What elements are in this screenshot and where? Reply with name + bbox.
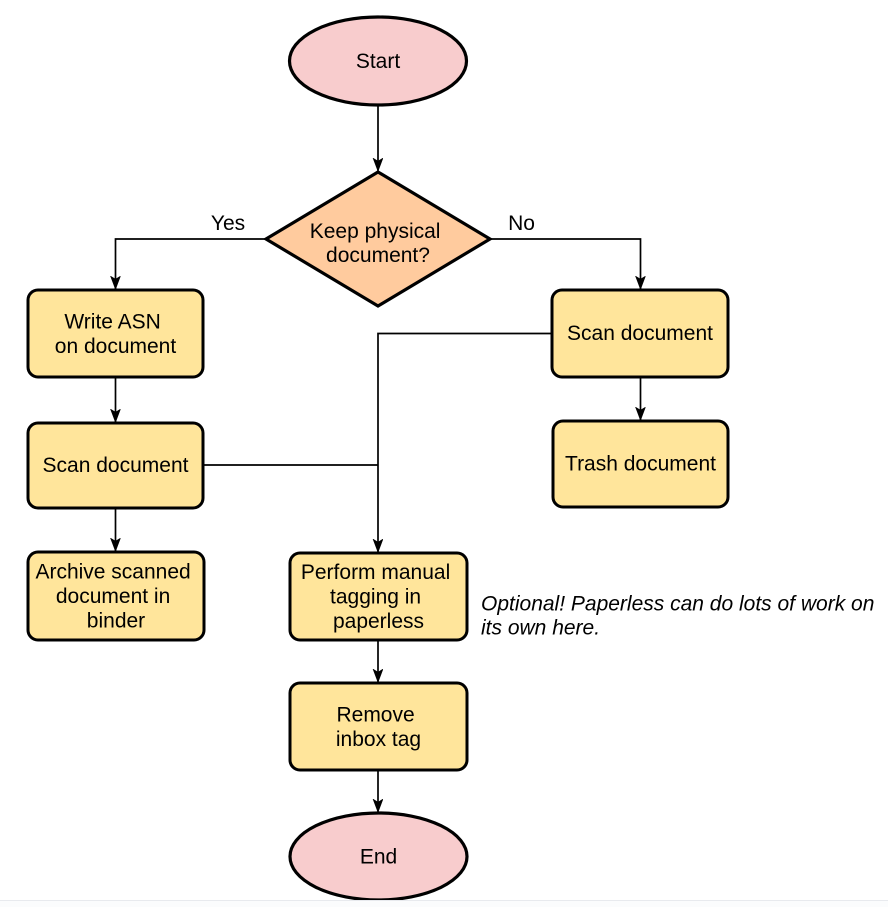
archive-label-line2: document in xyxy=(56,585,170,608)
optional-annotation-line1: Optional! Paperless can do lots of work … xyxy=(481,593,874,616)
write-asn-node xyxy=(26,288,205,379)
decision-label-line2: document? xyxy=(326,244,430,267)
end-label: End xyxy=(360,846,397,869)
scan-document-left-node xyxy=(26,421,205,510)
decision-node xyxy=(262,170,494,308)
manual-tagging-label: Perform manual tagging in paperless xyxy=(301,561,456,633)
decision-label-line1: Keep physical xyxy=(310,220,441,243)
scan-document-right-node xyxy=(550,288,730,379)
manual-tagging-label-line1: Perform manual xyxy=(301,561,450,584)
no-branch-label: No xyxy=(508,212,535,235)
scan-document-right-label: Scan document xyxy=(567,322,713,345)
manual-tagging-label-line3: paperless xyxy=(333,610,424,633)
remove-inbox-tag-label-line2: inbox tag xyxy=(336,728,421,751)
remove-inbox-tag-node xyxy=(288,681,469,772)
write-asn-label: Write ASN on document xyxy=(55,310,177,358)
archive-node xyxy=(26,550,206,642)
archive-label-line3: binder xyxy=(87,609,145,632)
edge-scan-right-to-tagging xyxy=(378,332,552,552)
page-bottom-edge xyxy=(0,900,888,907)
start-label: Start xyxy=(356,50,401,73)
archive-label-line1: Archive scanned xyxy=(35,560,190,583)
write-asn-label-line2: on document xyxy=(55,335,177,358)
trash-document-node xyxy=(551,419,730,509)
scan-document-left-label: Scan document xyxy=(43,454,189,477)
trash-document-label: Trash document xyxy=(565,453,716,476)
remove-inbox-tag-label-line1: Remove xyxy=(336,703,414,726)
yes-branch-label: Yes xyxy=(211,212,245,235)
start-node xyxy=(287,15,469,107)
remove-inbox-tag-label: Remove inbox tag xyxy=(336,703,421,751)
write-asn-label-line1: Write ASN xyxy=(64,310,160,333)
edge-decision-no-to-scan-right xyxy=(490,238,641,289)
archive-label: Archive scanned document in binder xyxy=(35,560,196,632)
optional-annotation: Optional! Paperless can do lots of work … xyxy=(481,593,880,640)
manual-tagging-label-line2: tagging in xyxy=(330,585,421,608)
decision-label: Keep physical document? xyxy=(310,220,447,267)
manual-tagging-node xyxy=(288,551,469,642)
optional-annotation-line2: its own here. xyxy=(481,617,600,640)
edge-decision-yes-to-write-asn xyxy=(116,238,266,289)
